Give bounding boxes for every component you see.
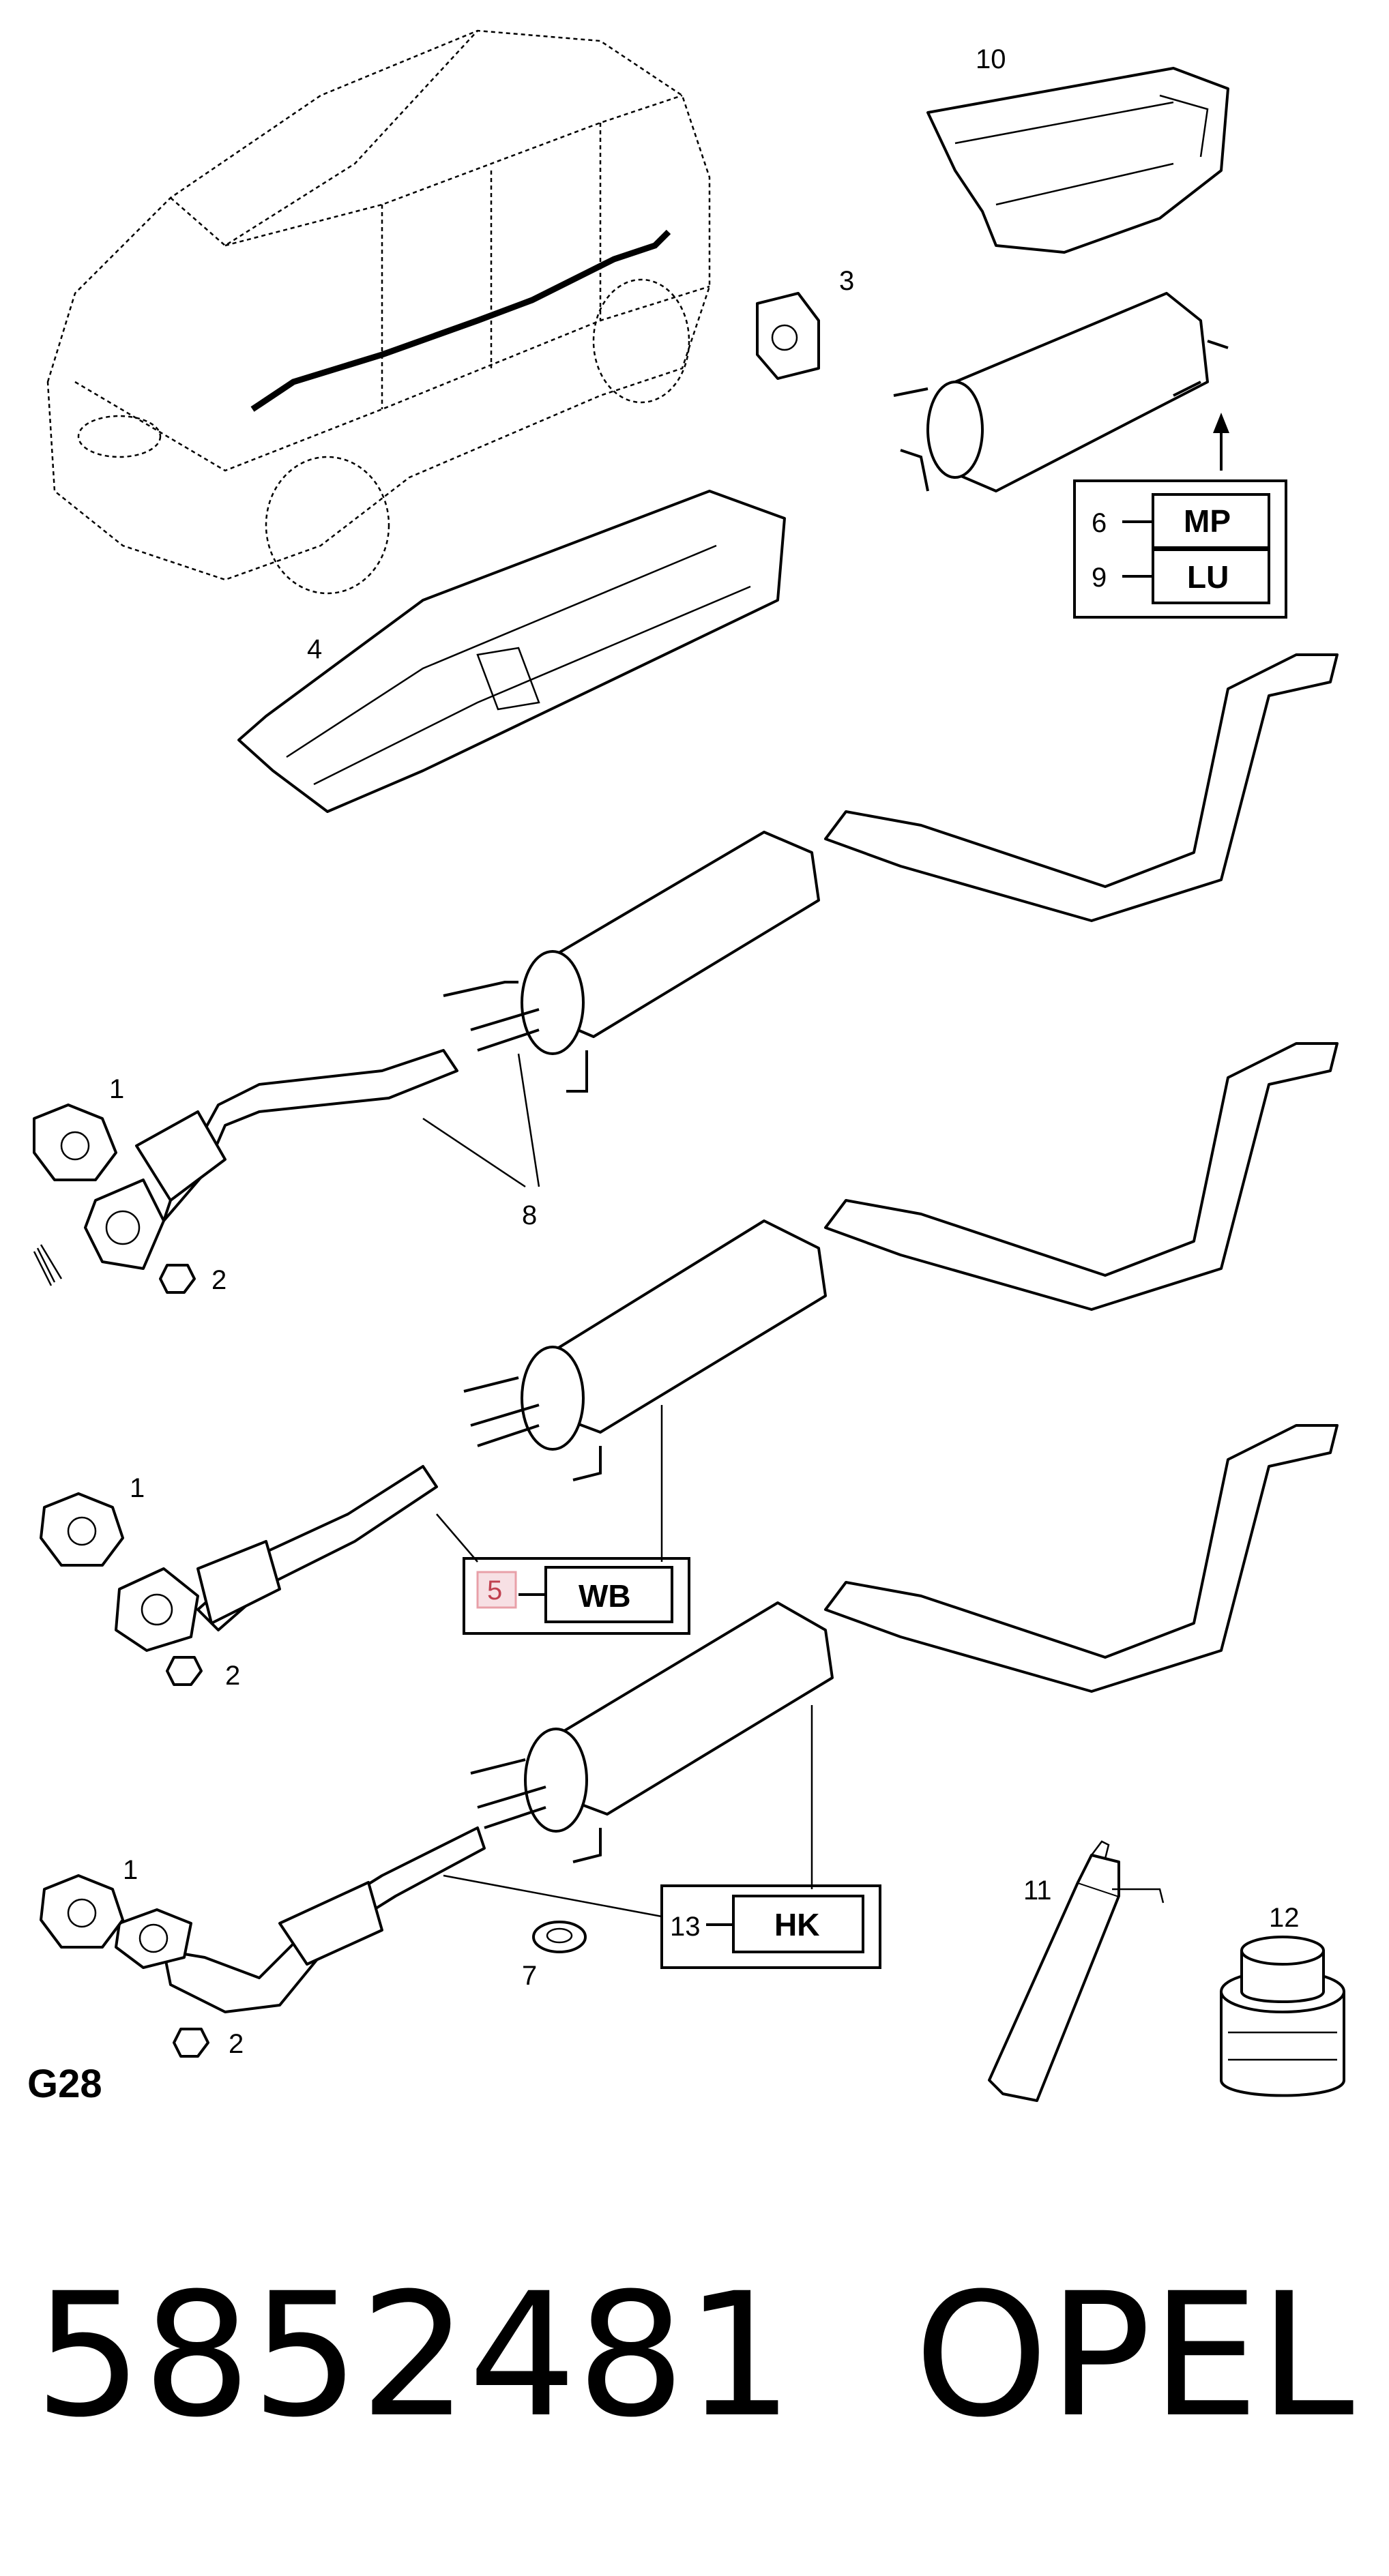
nut-lower	[173, 2028, 209, 2058]
nut-middle	[166, 1656, 203, 1686]
callout-1-lower: 1	[123, 1855, 138, 1885]
exhaust-system-lower	[115, 1424, 1339, 2013]
callout-13: 13	[670, 1912, 701, 1942]
callout-6: 6	[1092, 508, 1107, 538]
code-hk: HK	[774, 1907, 819, 1942]
gasket-middle	[40, 1492, 124, 1567]
heat-shield-front	[237, 490, 786, 813]
callout-4: 4	[307, 634, 322, 664]
rubber-hanger	[756, 292, 820, 380]
code-lu: LU	[1187, 559, 1229, 595]
callout-2-upper: 2	[211, 1265, 226, 1295]
sealant-tube	[988, 1840, 1165, 2102]
callout-10: 10	[976, 44, 1006, 74]
clamp-ring	[532, 1921, 587, 1953]
exhaust-system-middle	[115, 1042, 1339, 1652]
code-box-mp-lu	[1073, 479, 1287, 619]
heat-shield-rear	[926, 67, 1229, 254]
gasket-lower	[40, 1874, 124, 1949]
part-number: 5852481	[34, 2256, 793, 2455]
paste-jar	[1220, 1936, 1345, 2097]
callout-1-middle: 1	[130, 1473, 145, 1503]
callout-7: 7	[522, 1961, 537, 1991]
code-box-wb	[463, 1557, 690, 1635]
callout-5: 5	[487, 1575, 502, 1605]
stud-bolt	[33, 1244, 63, 1286]
callout-11: 11	[1023, 1876, 1052, 1906]
code-mp: MP	[1184, 503, 1231, 539]
gasket-upper	[33, 1104, 117, 1181]
callout-1-upper: 1	[109, 1074, 124, 1104]
car-illustration	[46, 29, 711, 595]
rear-muffler	[893, 292, 1229, 492]
callout-3: 3	[839, 266, 854, 296]
brand-name: OPEL	[914, 2256, 1354, 2455]
callout-2-lower: 2	[229, 2029, 244, 2059]
nut-upper	[159, 1264, 196, 1294]
group-code: G28	[27, 2062, 102, 2106]
exhaust-system-upper	[84, 653, 1339, 1270]
code-wb: WB	[579, 1578, 631, 1614]
callout-2-middle: 2	[225, 1661, 240, 1691]
callout-12: 12	[1269, 1903, 1300, 1933]
code-box-hk	[660, 1884, 881, 1969]
callout-8: 8	[522, 1200, 537, 1230]
callout-9: 9	[1092, 563, 1107, 593]
